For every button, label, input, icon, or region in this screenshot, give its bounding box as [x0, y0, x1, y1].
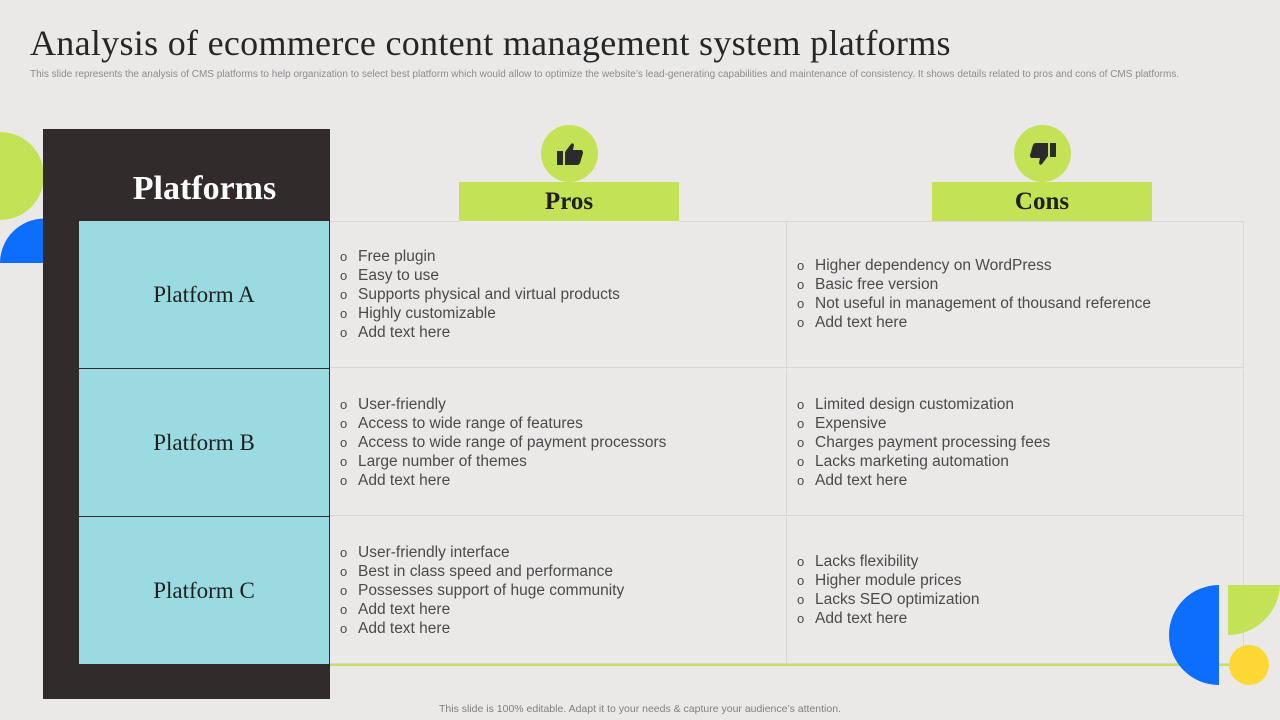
- pros-list: Free plugin Easy to use Supports physica…: [340, 247, 620, 342]
- list-item: Lacks marketing automation: [797, 452, 1050, 471]
- table-top-border: [330, 221, 459, 222]
- cons-list: Higher dependency on WordPress Basic fre…: [797, 256, 1151, 332]
- platform-b-cell: Platform B: [79, 369, 329, 516]
- platform-a-cell: Platform A: [79, 221, 329, 368]
- list-item: Charges payment processing fees: [797, 433, 1050, 452]
- list-item: Lacks SEO optimization: [797, 590, 980, 609]
- platform-c-cons-cell: Lacks flexibility Higher module prices L…: [787, 517, 1244, 664]
- list-item: Large number of themes: [340, 452, 666, 471]
- list-item: Access to wide range of payment processo…: [340, 433, 666, 452]
- green-quarter-circle-shape: [1228, 585, 1280, 635]
- list-item: Higher module prices: [797, 571, 980, 590]
- list-item: Add text here: [340, 600, 624, 619]
- table-bottom-accent-line: [330, 664, 1235, 666]
- pros-header: Pros: [459, 182, 679, 221]
- list-item: Access to wide range of features: [340, 414, 666, 433]
- pros-list: User-friendly interface Best in class sp…: [340, 543, 624, 638]
- list-item: Highly customizable: [340, 304, 620, 323]
- page-subtitle: This slide represents the analysis of CM…: [30, 69, 1180, 80]
- list-item: Easy to use: [340, 266, 620, 285]
- green-half-circle-shape: [0, 132, 44, 220]
- decor-shapes-bottom-right: [1169, 585, 1280, 685]
- platforms-header: Platforms: [132, 170, 277, 207]
- table-top-border: [787, 221, 1244, 222]
- platform-b-cons-cell: Limited design customization Expensive C…: [787, 369, 1244, 516]
- list-item: Higher dependency on WordPress: [797, 256, 1151, 275]
- list-item: Add text here: [340, 323, 620, 342]
- thumbs-up-icon: [541, 125, 598, 182]
- list-item: User-friendly: [340, 395, 666, 414]
- list-item: Add text here: [797, 471, 1050, 490]
- list-item: Supports physical and virtual products: [340, 285, 620, 304]
- list-item: Not useful in management of thousand ref…: [797, 294, 1151, 313]
- list-item: Free plugin: [340, 247, 620, 266]
- yellow-dot-shape: [1229, 645, 1269, 685]
- list-item: Best in class speed and performance: [340, 562, 624, 581]
- list-item: Add text here: [340, 471, 666, 490]
- list-item: Basic free version: [797, 275, 1151, 294]
- platform-c-pros-cell: User-friendly interface Best in class sp…: [330, 517, 787, 664]
- list-item: Add text here: [797, 313, 1151, 332]
- cons-header: Cons: [932, 182, 1152, 221]
- list-item: Possesses support of huge community: [340, 581, 624, 600]
- blue-half-circle-shape: [1169, 585, 1219, 685]
- cons-list: Limited design customization Expensive C…: [797, 395, 1050, 490]
- list-item: Add text here: [340, 619, 624, 638]
- list-item: Limited design customization: [797, 395, 1050, 414]
- list-item: Add text here: [797, 609, 980, 628]
- footer-note: This slide is 100% editable. Adapt it to…: [439, 703, 841, 715]
- platform-c-cell: Platform C: [79, 517, 329, 664]
- cons-list: Lacks flexibility Higher module prices L…: [797, 552, 980, 628]
- platform-b-pros-cell: User-friendly Access to wide range of fe…: [330, 369, 787, 516]
- pros-list: User-friendly Access to wide range of fe…: [340, 395, 666, 490]
- list-item: User-friendly interface: [340, 543, 624, 562]
- thumbs-down-icon: [1014, 125, 1071, 182]
- list-item: Lacks flexibility: [797, 552, 980, 571]
- page-title: Analysis of ecommerce content management…: [30, 23, 951, 63]
- platform-a-pros-cell: Free plugin Easy to use Supports physica…: [330, 221, 787, 368]
- list-item: Expensive: [797, 414, 1050, 433]
- platform-a-cons-cell: Higher dependency on WordPress Basic fre…: [787, 221, 1244, 368]
